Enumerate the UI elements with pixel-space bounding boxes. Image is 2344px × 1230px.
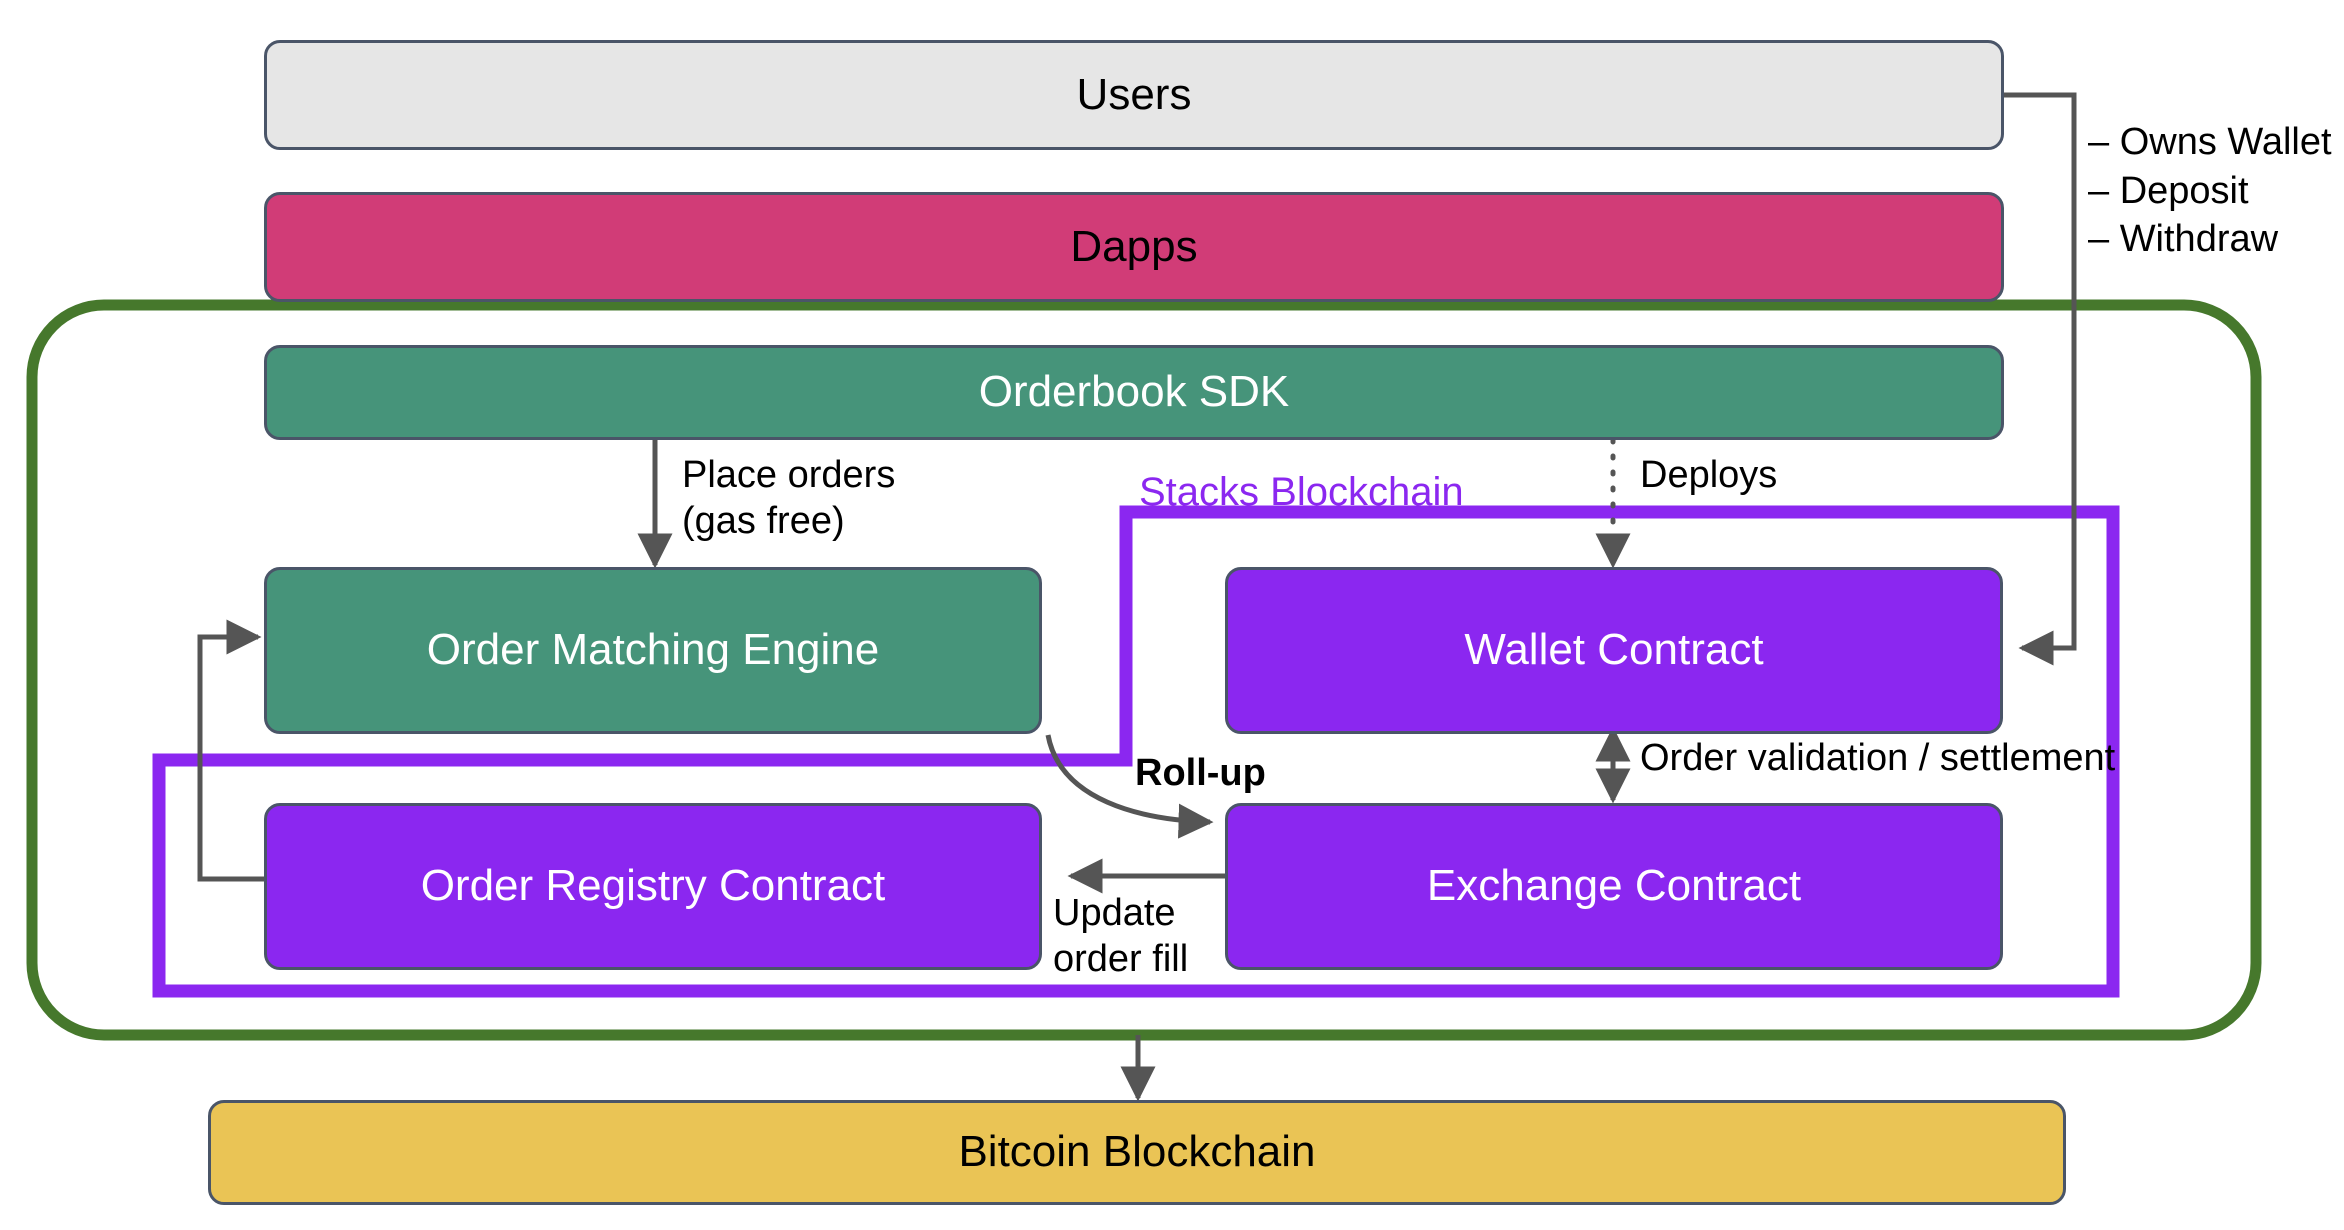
edge-registry-to-engine: [197, 619, 264, 882]
node-dapps[interactable]: Dapps: [264, 192, 2004, 302]
edge-label-place-orders: Place orders(gas free): [682, 452, 895, 545]
node-exchange-contract-label: Exchange Contract: [1426, 861, 1802, 911]
node-users-label: Users: [1076, 69, 1192, 119]
user-action-item: – Deposit: [2088, 169, 2249, 212]
node-order-registry-contract[interactable]: Order Registry Contract: [264, 803, 1042, 970]
node-exchange-contract[interactable]: Exchange Contract: [1225, 803, 2003, 970]
node-wallet-contract-label: Wallet Contract: [1464, 625, 1764, 675]
edge-label-order-validation: Order validation / settlement: [1640, 735, 2115, 781]
edge-label-update-order-fill-line1: Update: [1053, 892, 1176, 934]
edge-label-rollup-text: Roll-up: [1135, 752, 1266, 794]
user-action-item: – Withdraw: [2088, 218, 2279, 261]
node-bitcoin-blockchain[interactable]: Bitcoin Blockchain: [208, 1100, 2066, 1205]
node-orderbook-sdk-label: Orderbook SDK: [978, 367, 1290, 417]
group-label-stacks-blockchain: Stacks Blockchain: [1139, 470, 1464, 514]
edge-label-place-orders-line1: Place orders: [682, 454, 896, 496]
node-bitcoin-blockchain-label: Bitcoin Blockchain: [958, 1127, 1316, 1177]
node-order-matching-engine[interactable]: Order Matching Engine: [264, 567, 1042, 734]
edge-label-deploys: Deploys: [1640, 452, 1777, 498]
node-order-registry-contract-label: Order Registry Contract: [420, 861, 886, 911]
edge-label-rollup: Roll-up: [1135, 750, 1266, 796]
node-orderbook-sdk[interactable]: Orderbook SDK: [264, 345, 2004, 440]
node-wallet-contract[interactable]: Wallet Contract: [1225, 567, 2003, 734]
edge-label-place-orders-line2: (gas free): [682, 500, 845, 543]
edge-users-to-wallet: [2003, 92, 2077, 666]
edge-label-update-order-fill-line2: order fill: [1053, 938, 1189, 981]
user-actions-list: – Owns Wallet – Deposit – Withdraw: [2088, 118, 2332, 264]
node-order-matching-engine-label: Order Matching Engine: [426, 625, 880, 675]
node-users[interactable]: Users: [264, 40, 2004, 150]
node-dapps-label: Dapps: [1070, 221, 1198, 271]
edge-label-deploys-text: Deploys: [1640, 454, 1778, 496]
edge-label-order-validation-text: Order validation / settlement: [1640, 737, 2116, 779]
user-action-item: – Owns Wallet: [2088, 121, 2332, 163]
